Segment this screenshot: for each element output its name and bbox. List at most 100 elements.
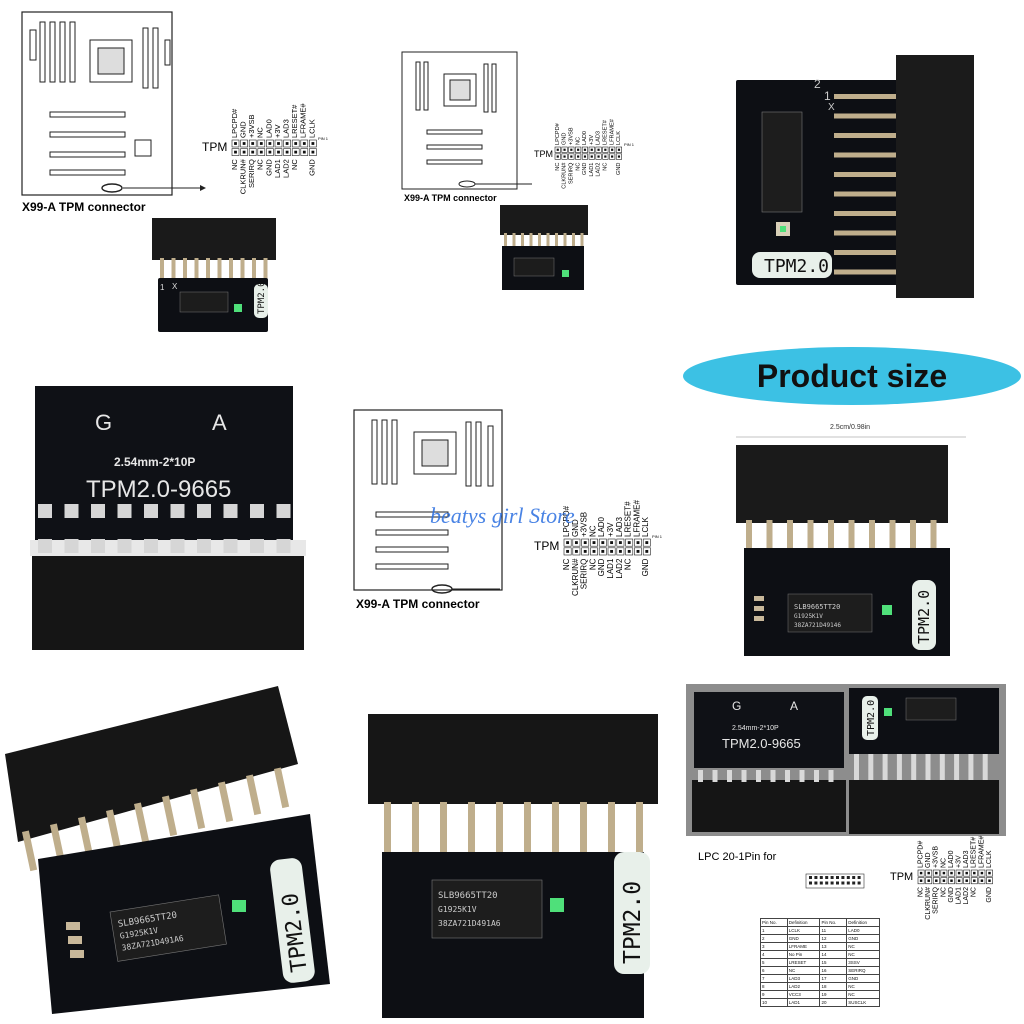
tpm-chip-icon — [761, 111, 803, 213]
connector-pin — [787, 520, 793, 552]
pin-label-top: LAD0 — [597, 516, 606, 537]
tpm-chip-icon — [109, 894, 227, 962]
solder-pad — [197, 539, 211, 553]
connector-pin — [572, 233, 575, 247]
mark-x: X — [828, 102, 835, 113]
pin-label-bottom: NC — [230, 159, 239, 170]
pin-label-bottom: GND — [582, 163, 588, 175]
connector-pin — [504, 233, 507, 247]
pin-label-top: LCLK — [641, 516, 650, 537]
tpm-header-label: TPM — [202, 140, 227, 154]
pin-label-top: +3V — [273, 124, 282, 138]
table-cell: SERIRQ — [846, 966, 880, 975]
connector-pin — [848, 520, 855, 552]
table-cell: 20 — [819, 998, 848, 1007]
pin-label-top: NC — [588, 525, 597, 537]
pin-label-bottom: NC — [971, 887, 978, 897]
header-pin — [846, 876, 850, 879]
table-cell: NC — [846, 982, 880, 991]
connector-pin — [206, 258, 210, 280]
connector-pin — [552, 802, 559, 854]
table-cell: LAD0 — [846, 926, 880, 935]
connector-pin — [240, 258, 245, 280]
motherboard-diagram-small: X99-A TPM connector TPM PIN 1 LPCPD#GND+… — [401, 51, 635, 290]
connector-pin — [580, 802, 587, 854]
pin-label-bottom: SERIRQ — [933, 886, 940, 913]
solder-pad — [197, 504, 211, 518]
pin-label-bottom: NC — [940, 887, 947, 897]
connector-pin — [770, 770, 776, 782]
table-cell: 5 — [760, 958, 788, 967]
connector-pin — [939, 754, 945, 780]
tpm-module-front: G A 2.54mm-2*10P TPM2.0-9665 — [30, 386, 306, 650]
green-led-icon — [562, 270, 569, 277]
chip-line-3: 38ZA721D491A6 — [438, 919, 501, 928]
connector-pin — [580, 233, 584, 247]
pin-label-top: +3V — [606, 522, 615, 537]
solder-pad — [250, 504, 264, 518]
pin-label-bottom: GND — [264, 159, 273, 176]
connector-pin — [636, 802, 643, 854]
pin-label-top: NC — [940, 858, 947, 868]
header-pin — [809, 881, 812, 885]
connector-pin — [555, 233, 558, 247]
solder-pad — [144, 539, 158, 553]
solder-pad — [38, 539, 52, 553]
header-pin — [841, 881, 845, 885]
connector-pin — [868, 754, 874, 780]
pin-label-top: +3VSB — [247, 114, 256, 138]
connector-pin — [911, 754, 917, 780]
pin-label-top: LCLK — [307, 119, 316, 138]
connector-pin — [246, 774, 262, 816]
table-cell: 1 — [760, 926, 788, 935]
pin-label-bottom: LAD2 — [282, 159, 291, 178]
pin-label-top: LRESET# — [290, 104, 299, 138]
pin-label-bottom: CLKRUN# — [925, 887, 932, 920]
table-cell: 10 — [760, 998, 788, 1007]
connector-pin — [746, 520, 752, 552]
connector-pin — [785, 770, 790, 782]
connector-pin — [524, 802, 531, 854]
connector-pin — [468, 802, 475, 854]
connector-pin — [756, 770, 761, 782]
pin-label-top: LAD3 — [963, 850, 970, 868]
table-cell: LAD3 — [786, 974, 821, 983]
connector-pin — [889, 520, 896, 552]
letter-a: A — [790, 699, 798, 713]
table-cell: 7 — [760, 974, 788, 983]
tpm-chip-icon — [513, 257, 555, 277]
solder-pad — [117, 539, 132, 553]
pin-label-top: NC — [575, 137, 581, 145]
pin-label-top: LFRAME# — [632, 500, 641, 537]
connector-pin — [834, 152, 896, 158]
table-cell: NC — [846, 942, 880, 951]
pin-label-top: +3VSB — [568, 127, 574, 145]
pin-label-bottom: NC — [588, 558, 597, 570]
connector-pin — [229, 258, 233, 280]
pin-label-bottom: CLKRUN# — [562, 162, 568, 189]
pin-label-bottom: NC — [624, 558, 633, 570]
connector-pin — [546, 233, 550, 247]
pin-label-bottom: GND — [948, 887, 955, 903]
pin-label-bottom: LAD1 — [606, 558, 615, 579]
pin-label-top: GND — [925, 852, 932, 868]
tpm-board-label: TPM2.0 — [764, 256, 829, 277]
pin-label-top: LCLK — [986, 850, 993, 868]
pin-label-top: LAD0 — [264, 119, 273, 138]
chip-line-2: G1925K1V — [438, 905, 477, 914]
pin-label-top: LAD0 — [582, 131, 588, 145]
connector-pin — [882, 754, 888, 780]
solder-pad — [64, 539, 79, 553]
connector-pin — [106, 809, 122, 851]
connector-pin — [563, 233, 567, 247]
table-cell: 2 — [760, 934, 788, 943]
green-led-icon — [780, 226, 786, 232]
pin-label-bottom: LAD2 — [963, 887, 970, 905]
pin-label-bottom: SERIRQ — [568, 162, 574, 184]
solder-pad — [117, 504, 132, 518]
table-cell: VCC3 — [786, 990, 821, 999]
lpc-label: LPC 20-1Pin for — [698, 851, 777, 863]
